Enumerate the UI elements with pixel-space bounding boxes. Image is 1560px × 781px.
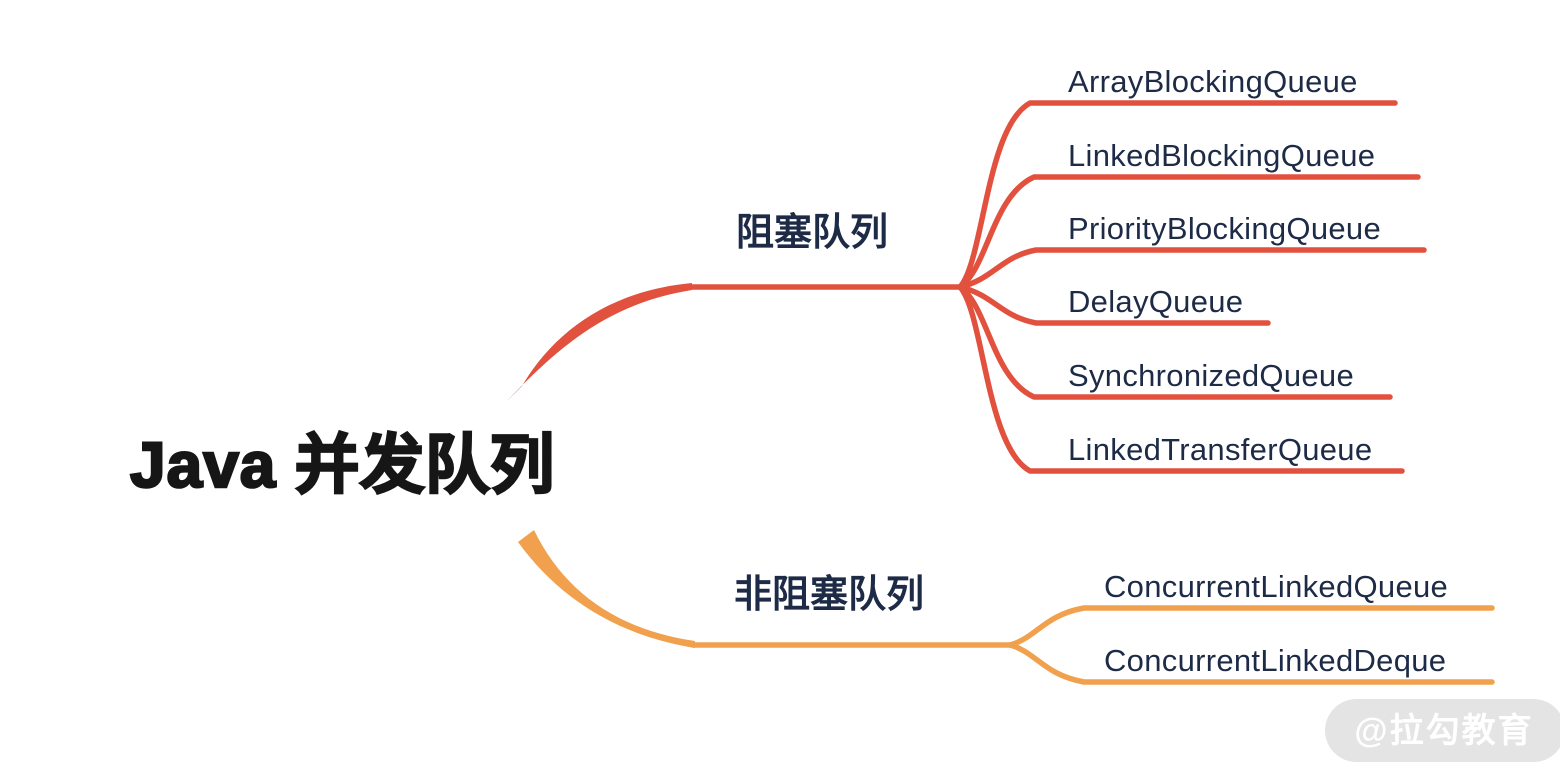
root-node-label: Java 并发队列 [130,429,555,501]
child-branch-line [1007,642,1495,685]
child-branch-line [957,100,1398,290]
branch-label-blocking: 阻塞队列 [736,212,888,254]
child-node-label: SynchronizedQueue [1068,358,1354,393]
child-node-label: DelayQueue [1068,284,1243,319]
child-branch-line [957,284,1393,400]
child-node-label: LinkedTransferQueue [1068,432,1372,467]
child-branch-line [1007,605,1495,648]
branch-label-nonblocking: 非阻塞队列 [734,574,924,616]
child-branch-line [957,174,1421,290]
branch-blocking-queues: 阻塞队列 ArrayBlockingQueue LinkedBlockingQu… [506,64,1427,474]
branch-nonblocking-queues: 非阻塞队列 ConcurrentLinkedQueue ConcurrentLi… [518,530,1495,685]
child-branch-line [957,247,1427,290]
branch-trunk-taper [518,530,695,648]
child-node-label: ConcurrentLinkedDeque [1104,643,1446,678]
branch-trunk-taper [506,283,692,402]
watermark-pill [1325,699,1560,762]
child-branch-line [957,284,1405,474]
child-node-label: PriorityBlockingQueue [1068,211,1381,246]
child-node-label: ConcurrentLinkedQueue [1104,569,1448,604]
child-node-label: ArrayBlockingQueue [1068,64,1358,99]
child-branch-line [957,284,1271,326]
watermark-label: @拉勾教育 [1354,712,1533,750]
child-node-label: LinkedBlockingQueue [1068,138,1375,173]
watermark-badge: @拉勾教育 [1325,699,1560,762]
